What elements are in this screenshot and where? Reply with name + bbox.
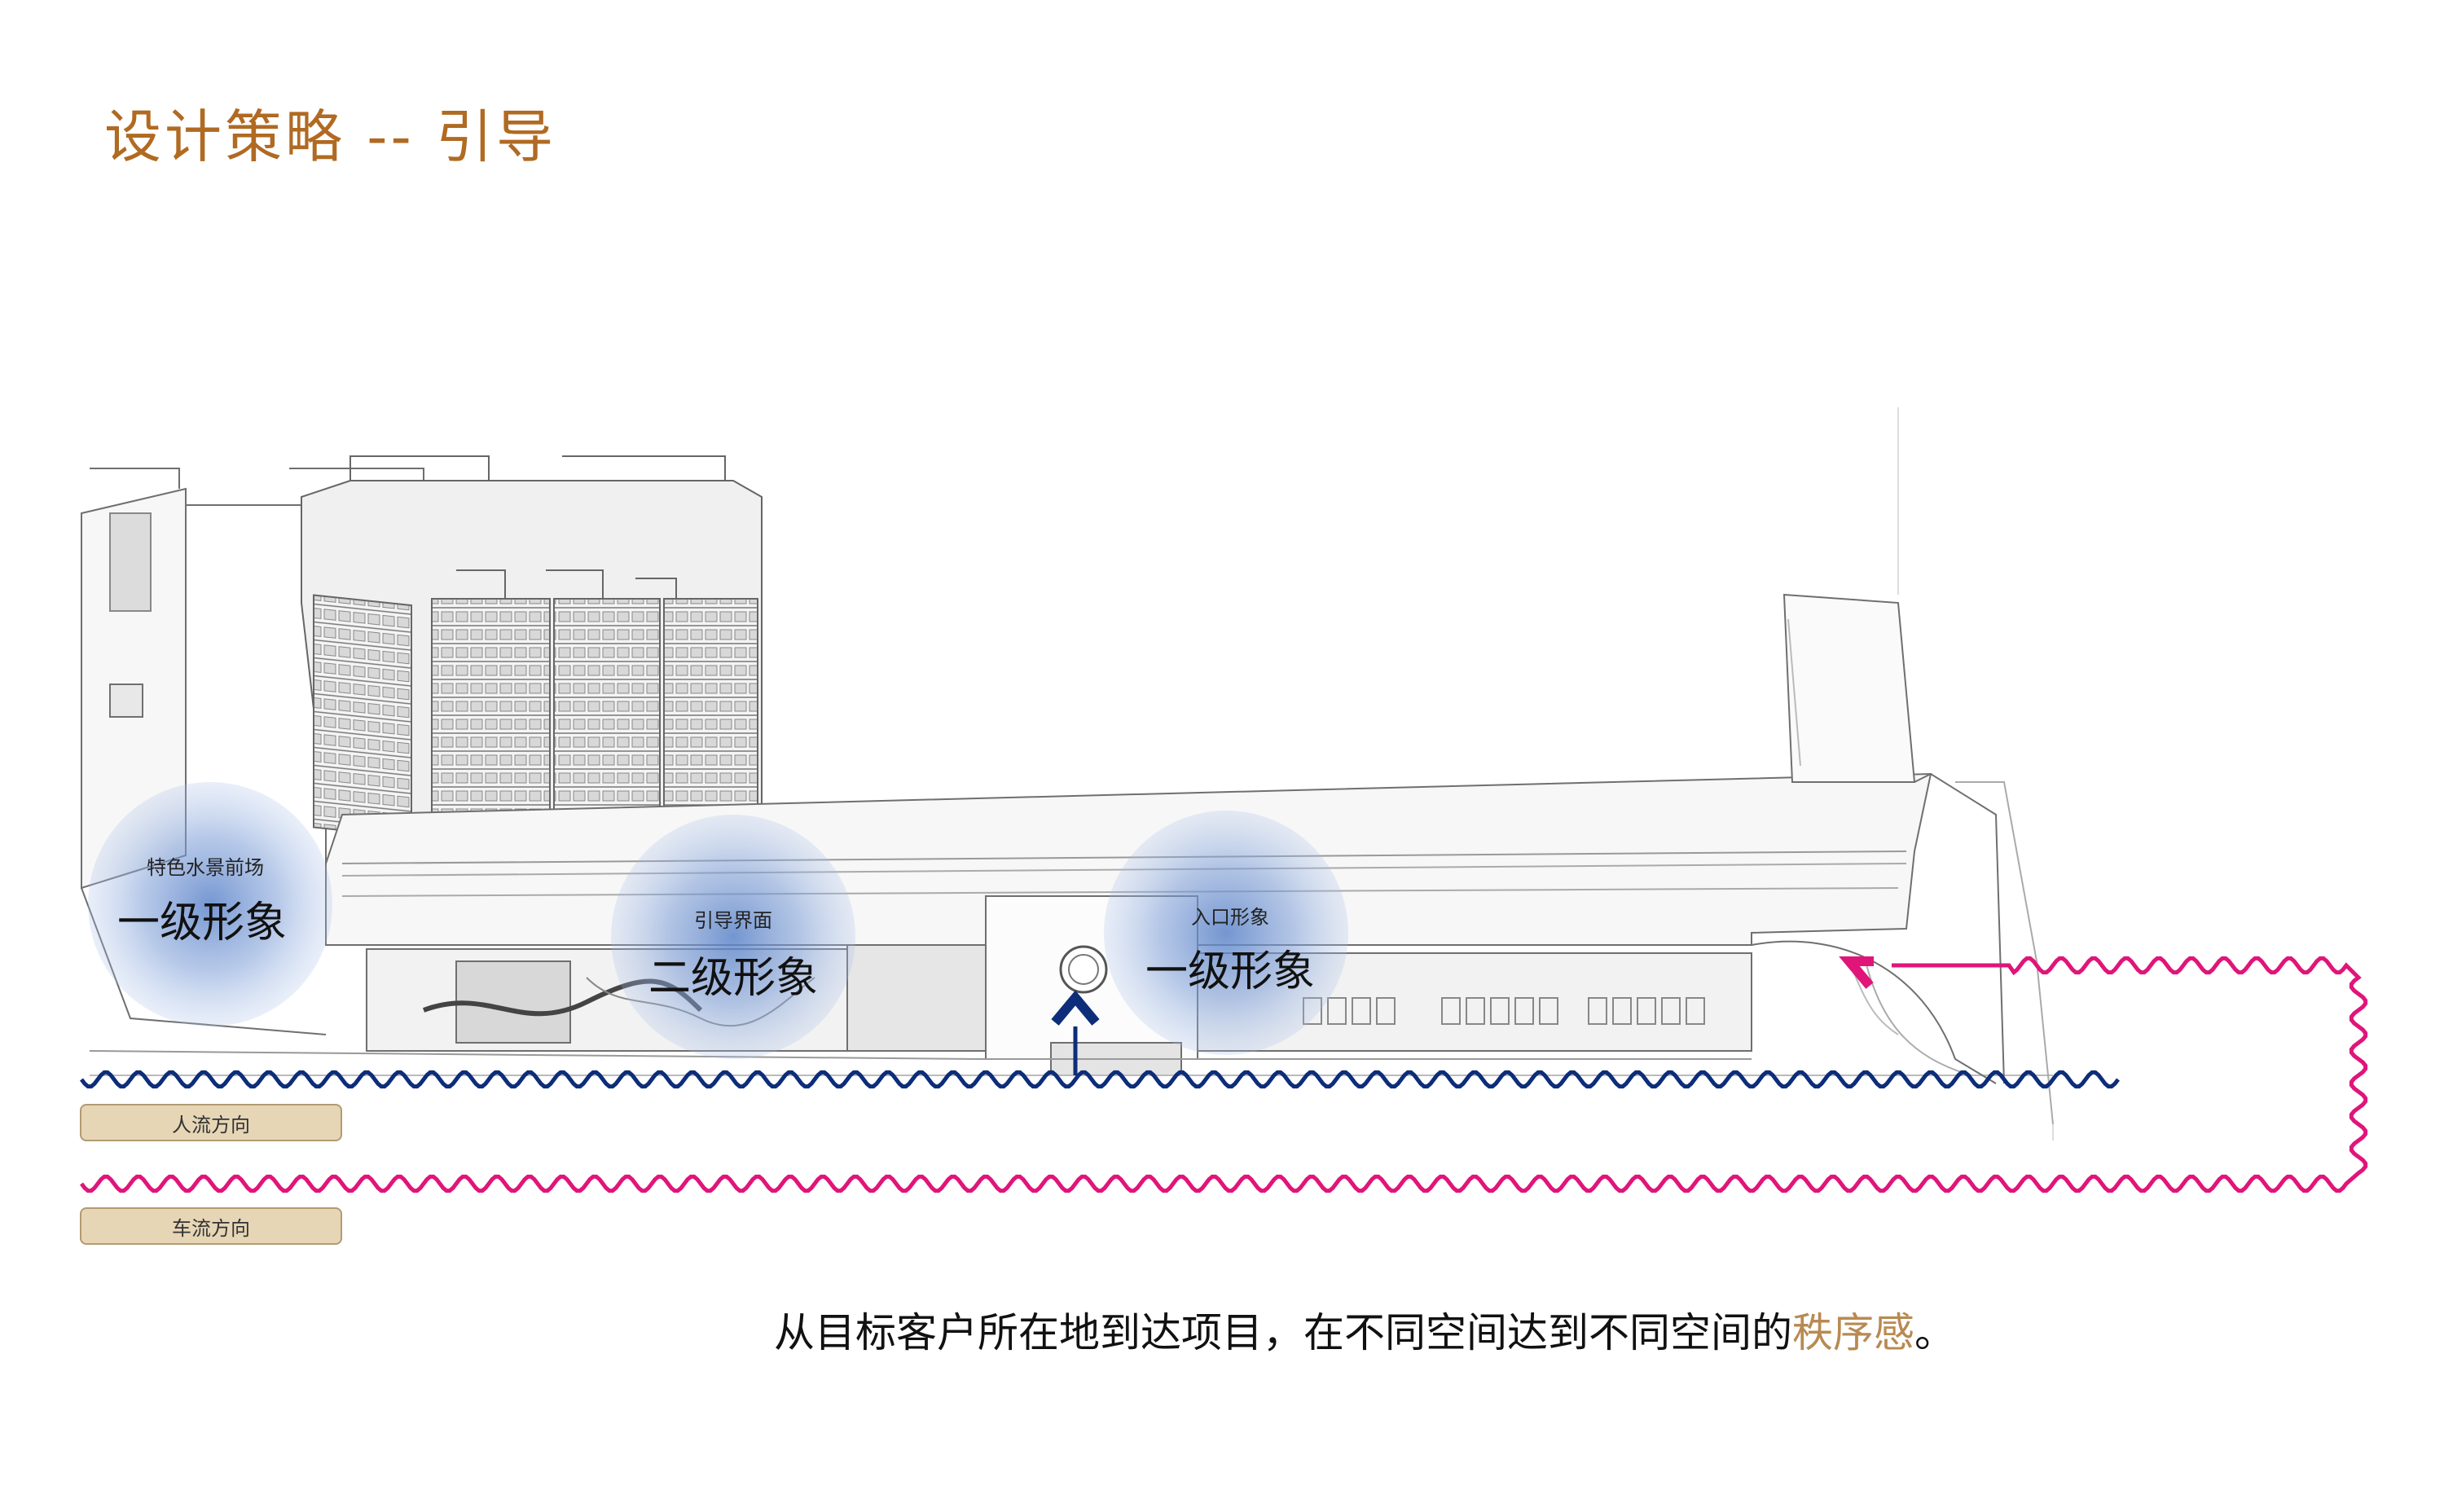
zone-halos: [88, 782, 1348, 1059]
pedestrian-entry-arrow: [1051, 990, 1100, 1026]
legend-pedestrian-label: 人流方向: [172, 1113, 250, 1136]
zone-3-sublabel: 入口形象: [1191, 906, 1269, 929]
page-title: 设计策略 -- 引导: [104, 103, 557, 170]
zone-1-sublabel: 特色水景前场: [147, 856, 264, 879]
caption-main: 从目标客户所在地到达项目，在不同空间达到不同空间的: [774, 1309, 1792, 1356]
zone-halo-3: [1104, 811, 1348, 1055]
caption-end: 。: [1914, 1309, 1955, 1356]
legend-vehicle-label: 车流方向: [172, 1216, 250, 1240]
zone-halo-1: [88, 782, 332, 1026]
caption: 从目标客户所在地到达项目，在不同空间达到不同空间的秩序感。: [774, 1300, 1955, 1359]
zone-1-label: 一级形象: [116, 899, 288, 947]
legend-pedestrian-flow: 人流方向: [80, 1104, 342, 1141]
zone-3-label: 一级形象: [1145, 947, 1316, 996]
vehicle-flow-line: [80, 956, 2368, 1193]
site-drawing: [81, 407, 2054, 1141]
zone-2-sublabel: 引导界面: [694, 909, 772, 932]
vehicle-entry-arrow: [1839, 956, 1874, 989]
zone-halo-2: [611, 815, 855, 1059]
legend-vehicle-flow: 车流方向: [80, 1207, 342, 1245]
residential-tower: [301, 455, 763, 865]
caption-highlight: 秩序感: [1792, 1309, 1914, 1356]
pedestrian-flow-line: [80, 1070, 2120, 1089]
zone-2-label: 二级形象: [648, 954, 819, 1003]
